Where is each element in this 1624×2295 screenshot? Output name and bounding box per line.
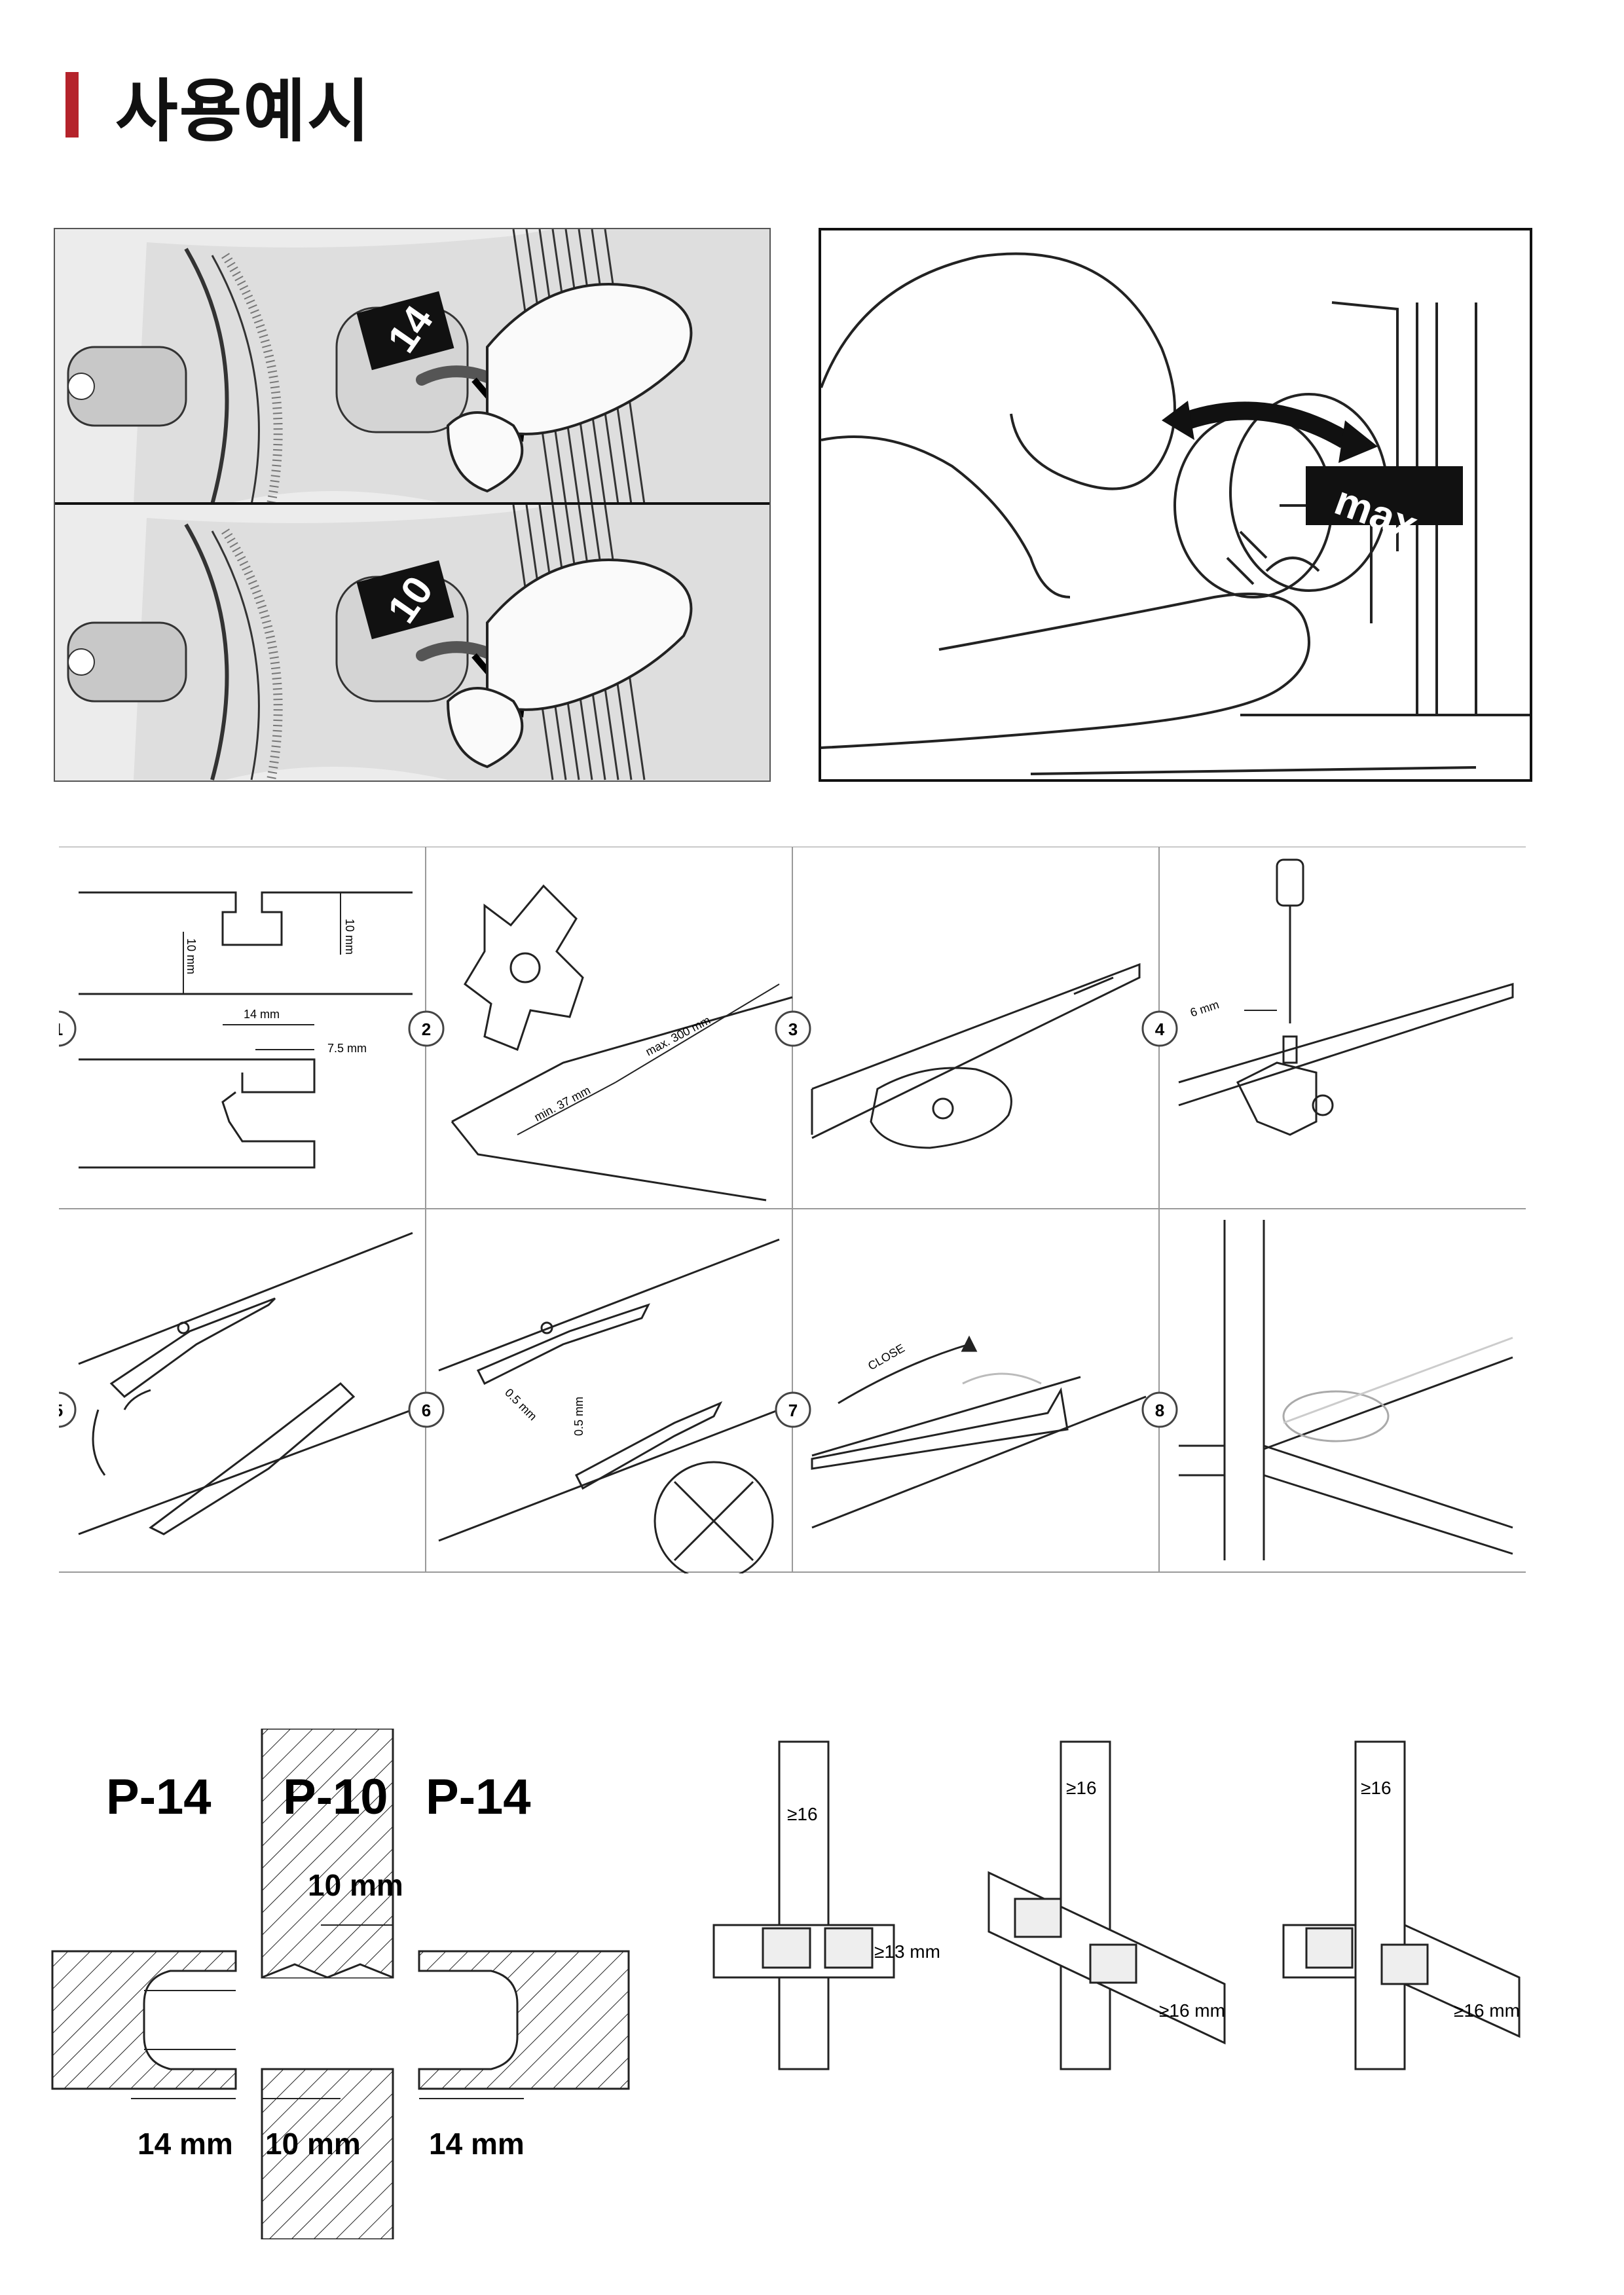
step-7-badge <box>775 1391 811 1428</box>
step-6-badge <box>408 1391 445 1428</box>
step-3-badge <box>775 1010 811 1047</box>
steps-grid-svg: 1 10 mm 10 mm 14 mm 7.5 mm 2 min. 37 mm … <box>40 846 1526 1581</box>
label-center: P-10 <box>283 1769 388 1825</box>
step-4-drill-depth: 6 mm <box>1189 998 1221 1019</box>
step-2-badge <box>408 1010 445 1047</box>
connector-sections-svg: P-14 P-10 P-14 10 mm 14 mm 10 mm 14 mm <box>51 1727 630 2241</box>
fig-b <box>987 1740 1226 2070</box>
fig-c-horizontal: ≥16 mm <box>1454 2000 1520 2021</box>
step-6-gap-a: 0.5 mm <box>502 1386 540 1423</box>
label-right: P-14 <box>426 1769 531 1825</box>
page-title: 사용예시 <box>65 62 371 151</box>
step-1-depth-right: 10 mm <box>343 919 356 955</box>
step-1-width: 14 mm <box>244 1008 280 1021</box>
step-8-number: 8 <box>1155 1401 1164 1420</box>
label-left: P-14 <box>106 1769 212 1825</box>
left-board <box>51 1950 237 2090</box>
step-7-close: CLOSE <box>866 1342 907 1373</box>
step-2-number: 2 <box>422 1019 431 1039</box>
step-4-badge <box>1141 1010 1178 1047</box>
dial-max-svg: max <box>820 252 1530 775</box>
step-8-badge <box>1141 1391 1178 1428</box>
fig-a <box>712 1740 895 2070</box>
dial-setting-illustration: 14 10 <box>54 228 771 782</box>
step-2-drawing <box>451 884 793 1202</box>
step-1-offset: 7.5 mm <box>327 1042 367 1055</box>
step-1-drawing <box>79 891 413 1169</box>
fig-a-horizontal: ≥13 mm <box>874 1941 940 1962</box>
fig-c <box>1282 1740 1521 2070</box>
fig-c-vertical: ≥16 <box>1361 1778 1392 1798</box>
max-label-bg <box>1306 466 1463 525</box>
step-3-drawing <box>811 963 1141 1149</box>
step-6-drawing <box>438 1238 780 1581</box>
connector-sections: P-14 P-10 P-14 10 mm 14 mm 10 mm 14 mm <box>46 1727 635 2241</box>
step-8-drawing <box>1179 1220 1513 1560</box>
fig-a-vertical: ≥16 <box>787 1804 818 1824</box>
step-5-number: 5 <box>59 1401 63 1420</box>
step-1-depth-left: 10 mm <box>185 938 198 974</box>
dial-scene-bottom <box>55 504 769 781</box>
min-thickness-svg: ≥16 ≥13 mm ≥16 ≥16 mm ≥16 ≥16 mm <box>712 1740 1521 2070</box>
step-1-number: 1 <box>59 1019 63 1039</box>
dim-right-bottom: 14 mm <box>429 2127 525 2161</box>
step-5-drawing <box>78 1232 413 1535</box>
step-4-number: 4 <box>1155 1019 1165 1039</box>
step-6-gap-b: 0.5 mm <box>572 1397 585 1436</box>
dim-center-bottom: 10 mm <box>265 2127 361 2161</box>
step-2-min: min. 37 mm <box>532 1084 592 1124</box>
title-accent-bar <box>65 72 79 138</box>
fig-b-horizontal: ≥16 mm <box>1159 2000 1225 2021</box>
step-3-number: 3 <box>788 1019 798 1039</box>
step-7-drawing <box>811 1335 1147 1529</box>
step-7-number: 7 <box>788 1401 798 1420</box>
dim-center-top: 10 mm <box>308 1868 403 1902</box>
right-board <box>418 1950 630 2090</box>
dial-illustration-svg: 14 10 <box>55 229 769 781</box>
dial-max-illustration: max <box>819 228 1532 782</box>
fig-b-vertical: ≥16 <box>1066 1778 1097 1798</box>
page-title-text: 사용예시 <box>115 71 371 151</box>
installation-steps-grid: 1 10 mm 10 mm 14 mm 7.5 mm 2 min. 37 mm … <box>40 846 1526 1581</box>
min-thickness-figures: ≥16 ≥13 mm ≥16 ≥16 mm ≥16 ≥16 mm <box>701 1729 1539 2082</box>
center-board-top <box>261 1727 394 1979</box>
dim-left-bottom: 14 mm <box>138 2127 233 2161</box>
dial-scene-top <box>55 229 769 505</box>
step-4-drawing <box>1178 858 1514 1136</box>
step-6-number: 6 <box>422 1401 431 1420</box>
